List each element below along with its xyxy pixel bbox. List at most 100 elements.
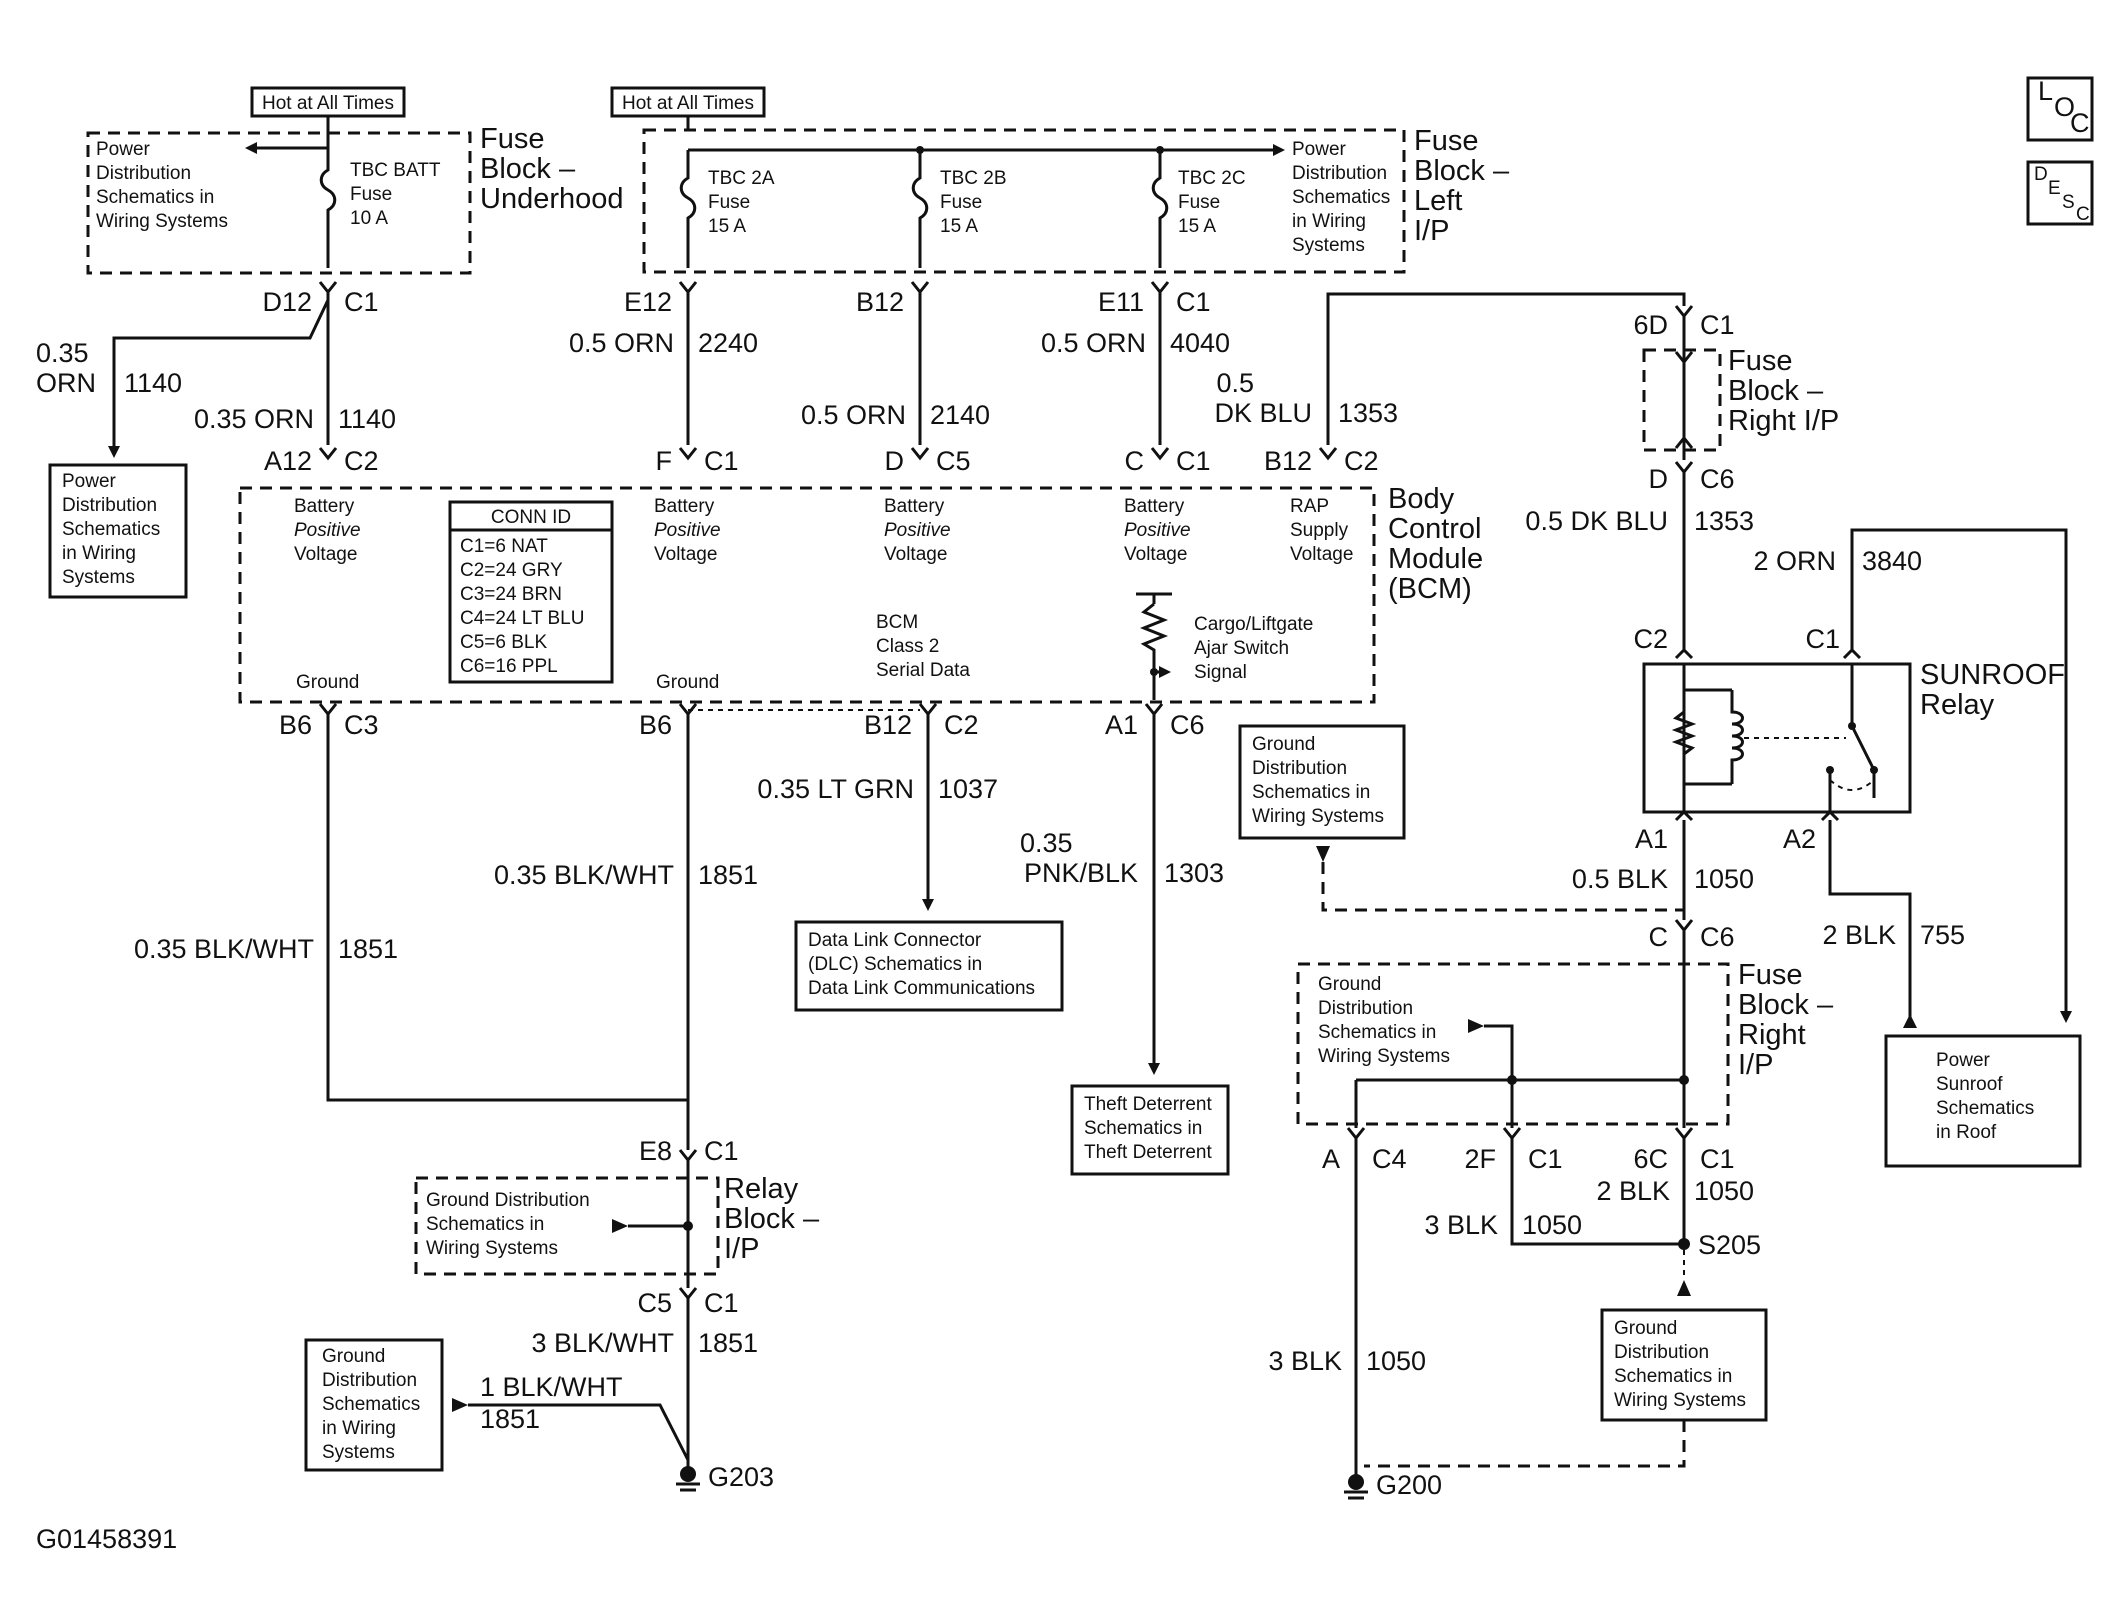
- svg-text:C: C: [1649, 922, 1669, 952]
- svg-text:Battery: Battery: [1124, 496, 1185, 517]
- svg-text:15 A: 15 A: [708, 216, 746, 237]
- relay-coil-icon: [1730, 690, 1744, 784]
- svg-text:1140: 1140: [338, 404, 396, 434]
- svg-text:E12: E12: [624, 287, 672, 317]
- svg-text:C1=6 NAT: C1=6 NAT: [460, 536, 548, 557]
- svg-text:0.5 ORN: 0.5 ORN: [569, 328, 674, 358]
- svg-text:(BCM): (BCM): [1388, 573, 1472, 605]
- svg-text:A1: A1: [1635, 824, 1668, 854]
- svg-text:15 A: 15 A: [940, 216, 978, 237]
- svg-text:D12: D12: [262, 287, 312, 317]
- svg-text:B12: B12: [1264, 446, 1312, 476]
- svg-text:in Roof: in Roof: [1936, 1122, 1997, 1143]
- svg-text:Wiring Systems: Wiring Systems: [426, 1238, 558, 1259]
- svg-text:Positive: Positive: [654, 520, 721, 541]
- svg-text:Theft Deterrent: Theft Deterrent: [1084, 1142, 1212, 1163]
- fuse-tbc-batt-icon: [319, 155, 337, 268]
- svg-text:I/P: I/P: [1738, 1049, 1773, 1081]
- svg-text:1851: 1851: [480, 1404, 540, 1434]
- svg-text:Signal: Signal: [1194, 662, 1247, 683]
- svg-text:C4=24 LT BLU: C4=24 LT BLU: [460, 608, 584, 629]
- svg-text:Systems: Systems: [62, 567, 135, 588]
- svg-text:Right I/P: Right I/P: [1728, 405, 1839, 437]
- svg-text:C2: C2: [344, 446, 379, 476]
- svg-text:1050: 1050: [1694, 1176, 1754, 1206]
- svg-text:Schematics in: Schematics in: [1084, 1118, 1202, 1139]
- svg-text:Module: Module: [1388, 543, 1483, 575]
- relay-block-ip-box: [414, 1176, 720, 1276]
- gd-box-middle: [1238, 724, 1406, 840]
- svg-text:RAP: RAP: [1290, 496, 1329, 517]
- desc-icon[interactable]: D E S C: [2026, 160, 2094, 226]
- svg-text:F: F: [656, 446, 673, 476]
- svg-text:1037: 1037: [938, 774, 998, 804]
- fuse-block-left-ip-box: [642, 128, 1406, 274]
- svg-text:Schematics in: Schematics in: [96, 187, 214, 208]
- svg-text:Ground: Ground: [296, 672, 359, 693]
- power-sunroof-box: [1884, 1034, 2082, 1168]
- svg-text:1 BLK/WHT: 1 BLK/WHT: [480, 1372, 623, 1402]
- svg-text:Fuse: Fuse: [708, 192, 750, 213]
- svg-text:6C: 6C: [1633, 1144, 1668, 1174]
- svg-text:1353: 1353: [1338, 398, 1398, 428]
- fuse-block-underhood-title: Fuse: [480, 123, 544, 155]
- svg-text:Ground: Ground: [1252, 734, 1315, 755]
- svg-text:Schematics: Schematics: [322, 1394, 420, 1415]
- dlc-box: [794, 920, 1064, 1012]
- svg-text:Right: Right: [1738, 1019, 1806, 1051]
- svg-text:C1: C1: [704, 446, 739, 476]
- svg-text:DK BLU: DK BLU: [1214, 398, 1312, 428]
- svg-text:1851: 1851: [338, 934, 398, 964]
- svg-text:0.5 BLK: 0.5 BLK: [1572, 864, 1668, 894]
- svg-text:3 BLK: 3 BLK: [1268, 1346, 1342, 1376]
- svg-text:0.35 LT GRN: 0.35 LT GRN: [757, 774, 914, 804]
- svg-text:3 BLK/WHT: 3 BLK/WHT: [531, 1328, 674, 1358]
- svg-text:D: D: [1649, 464, 1669, 494]
- bcm-title: Body: [1388, 483, 1455, 515]
- svg-text:C1: C1: [1700, 310, 1735, 340]
- svg-text:S: S: [2062, 192, 2075, 213]
- svg-text:C4: C4: [1372, 1144, 1407, 1174]
- svg-text:0.35 BLK/WHT: 0.35 BLK/WHT: [494, 860, 674, 890]
- fuse-block-right-ip-box: [1642, 348, 1722, 452]
- sunroof-relay-title: SUNROOF: [1920, 659, 2065, 691]
- svg-text:Distribution: Distribution: [1292, 163, 1387, 184]
- svg-text:1303: 1303: [1164, 858, 1224, 888]
- svg-text:Distribution: Distribution: [1614, 1342, 1709, 1363]
- svg-text:3840: 3840: [1862, 546, 1922, 576]
- svg-text:C1: C1: [704, 1136, 739, 1166]
- svg-text:O: O: [2054, 92, 2075, 122]
- connector-chevron: [318, 281, 338, 295]
- svg-text:Fuse: Fuse: [1178, 192, 1220, 213]
- svg-text:C1: C1: [1176, 287, 1211, 317]
- svg-text:Distribution: Distribution: [62, 495, 157, 516]
- splice-s205: [1678, 1238, 1690, 1250]
- svg-text:Schematics: Schematics: [1936, 1098, 2034, 1119]
- diagram-id: G01458391: [36, 1524, 177, 1554]
- svg-text:(DLC) Schematics in: (DLC) Schematics in: [808, 954, 982, 975]
- loc-icon[interactable]: L O C: [2026, 76, 2094, 142]
- svg-text:Serial Data: Serial Data: [876, 660, 970, 681]
- svg-text:Schematics in: Schematics in: [1252, 782, 1370, 803]
- svg-text:I/P: I/P: [724, 1233, 759, 1265]
- svg-text:1050: 1050: [1694, 864, 1754, 894]
- svg-text:A: A: [1322, 1144, 1340, 1174]
- svg-text:Ground Distribution: Ground Distribution: [426, 1190, 590, 1211]
- svg-text:Systems: Systems: [1292, 235, 1365, 256]
- svg-text:ORN: ORN: [36, 368, 96, 398]
- svg-text:C1: C1: [1528, 1144, 1563, 1174]
- svg-text:0.35: 0.35: [1020, 828, 1073, 858]
- svg-text:755: 755: [1920, 920, 1965, 950]
- svg-text:C1: C1: [1805, 624, 1840, 654]
- fuse-block-right-ip-title: Fuse: [1728, 345, 1792, 377]
- svg-text:Fuse: Fuse: [350, 184, 392, 205]
- svg-text:Ground: Ground: [1318, 974, 1381, 995]
- svg-text:2 BLK: 2 BLK: [1822, 920, 1896, 950]
- svg-text:Relay: Relay: [1920, 689, 1995, 721]
- svg-text:0.35 ORN: 0.35 ORN: [194, 404, 314, 434]
- svg-text:Wiring Systems: Wiring Systems: [1318, 1046, 1450, 1067]
- svg-text:Data Link Communications: Data Link Communications: [808, 978, 1035, 999]
- svg-text:C3: C3: [344, 710, 379, 740]
- svg-text:4040: 4040: [1170, 328, 1230, 358]
- svg-text:Battery: Battery: [884, 496, 945, 517]
